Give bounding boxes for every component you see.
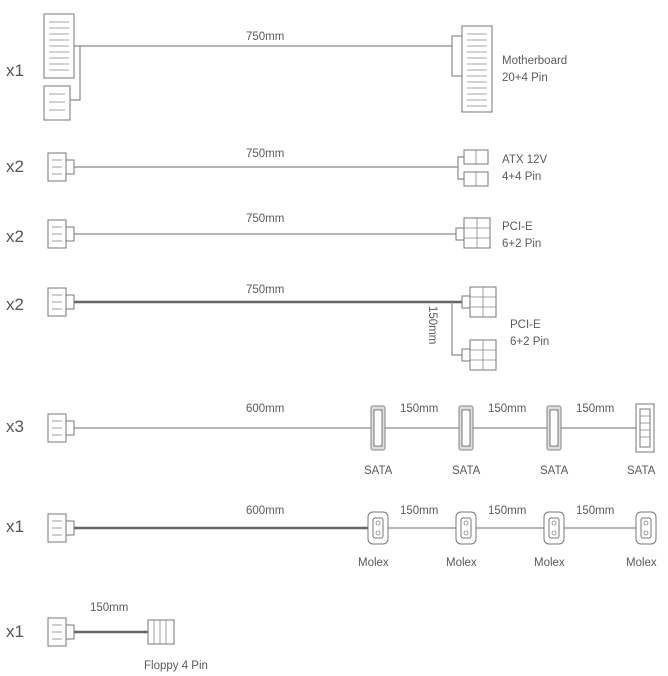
cable-length: 750mm xyxy=(246,284,284,296)
connector-sublabel: 4+4 Pin xyxy=(502,171,541,183)
segment-length: 150mm xyxy=(576,505,614,517)
molex-connector xyxy=(367,511,389,545)
pcie-connector-top xyxy=(461,286,497,318)
sata-connector xyxy=(546,405,562,451)
row-pcie-single: x2 750mm PCI-E 6+2 Pin xyxy=(6,213,541,250)
sata-connector-end xyxy=(635,403,655,453)
sata-connector xyxy=(370,405,386,451)
connector-sublabel: 6+2 Pin xyxy=(510,336,549,348)
segment-length: 150mm xyxy=(400,505,438,517)
motherboard-connector xyxy=(451,25,493,113)
molex-label: Molex xyxy=(626,557,657,569)
quantity-label: x1 xyxy=(6,517,24,536)
psu-connector-6pin xyxy=(47,413,75,443)
segment-length: 150mm xyxy=(488,403,526,415)
row-atx12v: x2 750mm ATX 12V 4+4 Pin xyxy=(6,148,547,187)
quantity-label: x3 xyxy=(6,417,24,436)
connector-label: Motherboard xyxy=(502,55,567,67)
row-pcie-split: x2 750mm 150mm PCI-E 6+2 Pin xyxy=(6,284,549,371)
cable-length: 150mm xyxy=(90,602,128,614)
cable-length: 750mm xyxy=(246,148,284,160)
connector-sublabel: 20+4 Pin xyxy=(502,72,548,84)
segment-length: 150mm xyxy=(488,505,526,517)
psu-connector-6pin xyxy=(47,513,75,543)
sata-connector xyxy=(458,405,474,451)
connector-label: PCI-E xyxy=(502,221,533,233)
connector-sublabel: 6+2 Pin xyxy=(502,238,541,250)
cable-length: 750mm xyxy=(246,31,284,43)
psu-connector-8pin xyxy=(47,152,75,182)
psu-connector-8pin xyxy=(47,287,75,317)
sata-label: SATA xyxy=(540,465,569,477)
cable-length: 600mm xyxy=(246,403,284,415)
cable-length: 750mm xyxy=(246,213,284,225)
row-sata: x3 600mm 150mm 150mm 150mm xyxy=(6,403,656,477)
pcie-connector-bottom xyxy=(461,339,497,371)
row-molex: x1 600mm 150mm 150mm 150mm xyxy=(6,505,657,569)
pin-rows xyxy=(49,21,69,111)
connector-label: Floppy 4 Pin xyxy=(144,660,208,672)
quantity-label: x2 xyxy=(6,157,24,176)
atx12v-connector xyxy=(457,149,489,187)
molex-connector xyxy=(543,511,565,545)
connector-label: ATX 12V xyxy=(502,154,547,166)
molex-label: Molex xyxy=(446,557,477,569)
row-floppy: x1 150mm Floppy 4 Pin xyxy=(6,602,208,672)
quantity-label: x1 xyxy=(6,61,24,80)
sata-label: SATA xyxy=(452,465,481,477)
molex-label: Molex xyxy=(534,557,565,569)
segment-length: 150mm xyxy=(576,403,614,415)
quantity-label: x2 xyxy=(6,295,24,314)
pcie-connector xyxy=(455,217,491,249)
psu-connector-24pin xyxy=(43,13,75,121)
quantity-label: x2 xyxy=(6,227,24,246)
sata-label: SATA xyxy=(364,465,393,477)
cable-length: 600mm xyxy=(246,505,284,517)
split-length: 150mm xyxy=(426,306,438,344)
molex-connector xyxy=(635,511,657,545)
segment-length: 150mm xyxy=(400,403,438,415)
floppy-connector xyxy=(147,619,175,645)
psu-connector-8pin xyxy=(47,219,75,249)
row-motherboard: x1 750mm xyxy=(6,13,567,121)
sata-label: SATA xyxy=(627,465,656,477)
molex-label: Molex xyxy=(358,557,389,569)
molex-connector xyxy=(455,511,477,545)
connector-label: PCI-E xyxy=(510,319,541,331)
psu-connector-6pin xyxy=(47,617,75,647)
quantity-label: x1 xyxy=(6,622,24,641)
